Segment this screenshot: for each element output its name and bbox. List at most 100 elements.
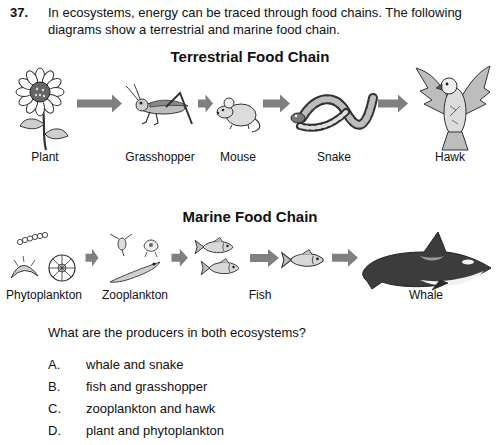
grasshopper-drawing-part [140, 102, 143, 105]
question-number: 37. [10, 4, 28, 21]
organism-node: Phytoplankton [5, 232, 84, 303]
organism-label: Grasshopper [125, 150, 194, 165]
phytoplankton-drawing-part [14, 256, 35, 266]
zooplankton-drawing [110, 234, 160, 282]
intro-text: In ecosystems, energy can be traced thro… [48, 4, 494, 38]
option-text: plant and phytoplankton [86, 422, 224, 439]
organism-label-row: Grasshopper [124, 150, 196, 165]
zooplankton-drawing-part [152, 262, 155, 265]
organism-label: Mouse [220, 150, 256, 165]
organism-node: Zooplankton [101, 232, 170, 303]
organism-node: Whale [360, 232, 492, 303]
mouse-drawing [217, 98, 260, 132]
phytoplankton-drawing-part [11, 265, 38, 278]
plant-drawing-part [42, 89, 44, 91]
energy-arrow [263, 95, 290, 113]
plant-drawing-part [20, 119, 44, 129]
energy-arrow [378, 95, 408, 113]
phytoplankton-drawing-part [27, 236, 32, 241]
organism-node: Fish [190, 232, 330, 303]
fish-drawing [195, 238, 323, 275]
organism-node: Plant [15, 70, 75, 165]
energy-arrow [77, 95, 122, 113]
organism-label-row: Mouse [215, 150, 261, 165]
snake-drawing-part [295, 115, 297, 117]
organism-node: Mouse [215, 70, 261, 165]
mouse-drawing-part [217, 112, 219, 114]
energy-arrow [332, 249, 358, 267]
snake-drawing [291, 98, 373, 128]
zooplankton-drawing-part [118, 238, 126, 250]
organism-label-row: Fish [190, 288, 330, 303]
mouse-drawing-part [248, 125, 249, 129]
zooplankton-drawing-part [149, 243, 153, 247]
plant-drawing-part [36, 88, 38, 90]
grasshopper-drawing-part [134, 84, 140, 99]
plant-drawing-part [35, 94, 37, 96]
section-heading: Terrestrial Food Chain [0, 48, 500, 65]
phytoplankton-drawing [11, 232, 75, 281]
mouse-drawing-part [224, 98, 234, 108]
plant-drawing-part [43, 95, 45, 97]
mouse-drawing-part [230, 125, 232, 129]
phytoplankton-drawing-part [17, 239, 22, 244]
organism-label: Zooplankton [102, 288, 168, 303]
organism-label-row: Zooplankton [101, 288, 170, 303]
hawk-drawing [416, 66, 490, 150]
fish-drawing-part [201, 259, 239, 275]
fish-drawing-part [282, 250, 323, 268]
grasshopper-drawing-part [136, 99, 148, 111]
plant-drawing [16, 68, 68, 150]
organism-label: Whale [409, 288, 443, 303]
snake-drawing-part [291, 113, 305, 123]
zooplankton-drawing-part [110, 234, 132, 256]
hawk-drawing-part [441, 78, 457, 94]
option-letter: B. [48, 378, 60, 395]
option-letter: C. [48, 400, 61, 417]
fish-drawing-part [195, 238, 233, 254]
organism-label: Fish [249, 288, 272, 303]
organism-label-row: Plant [15, 150, 75, 165]
organism-label: Hawk [435, 150, 465, 165]
mouse-drawing-part [222, 109, 225, 112]
whale-drawing-part [363, 232, 491, 289]
zooplankton-drawing-part [110, 262, 160, 282]
phytoplankton-drawing-part [37, 233, 42, 238]
phytoplankton-drawing-part [32, 234, 37, 239]
phytoplankton-drawing-part [49, 255, 75, 281]
organism-label-row: Hawk [410, 150, 490, 165]
organism-label-row: Snake [292, 150, 376, 165]
plant-drawing-part [30, 82, 50, 102]
hawk-drawing-part [436, 84, 442, 90]
whale-drawing-part [462, 259, 474, 264]
grasshopper-drawing-part [166, 93, 192, 124]
energy-arrow [198, 95, 213, 113]
plant-drawing-part [45, 129, 68, 139]
organism-label: Snake [317, 150, 351, 165]
phytoplankton-drawing-part [22, 237, 27, 242]
organism-label-row: Whale [360, 288, 492, 303]
grasshopper-drawing [126, 84, 192, 125]
energy-arrow [86, 249, 99, 267]
organism-node: Snake [292, 70, 376, 165]
energy-arrow [172, 249, 189, 267]
whale-drawing-part [420, 256, 444, 261]
organism-node: Grasshopper [124, 70, 196, 165]
plant-drawing-part [16, 68, 64, 116]
hawk-drawing-part [450, 106, 460, 124]
hawk-drawing-part [446, 83, 449, 86]
zooplankton-drawing-part [145, 252, 157, 257]
fish-drawing-part [250, 249, 279, 267]
option-letter: D. [48, 422, 61, 439]
snake-drawing-part [300, 112, 346, 128]
organism-label: Phytoplankton [6, 288, 82, 303]
organism-label: Plant [31, 150, 58, 165]
organism-label-row: Phytoplankton [5, 288, 84, 303]
plant-drawing-part [39, 94, 41, 96]
whale-drawing-part [420, 271, 484, 286]
section-heading: Marine Food Chain [0, 208, 500, 225]
grasshopper-drawing-part [154, 113, 158, 125]
phytoplankton-drawing-part [42, 232, 47, 237]
